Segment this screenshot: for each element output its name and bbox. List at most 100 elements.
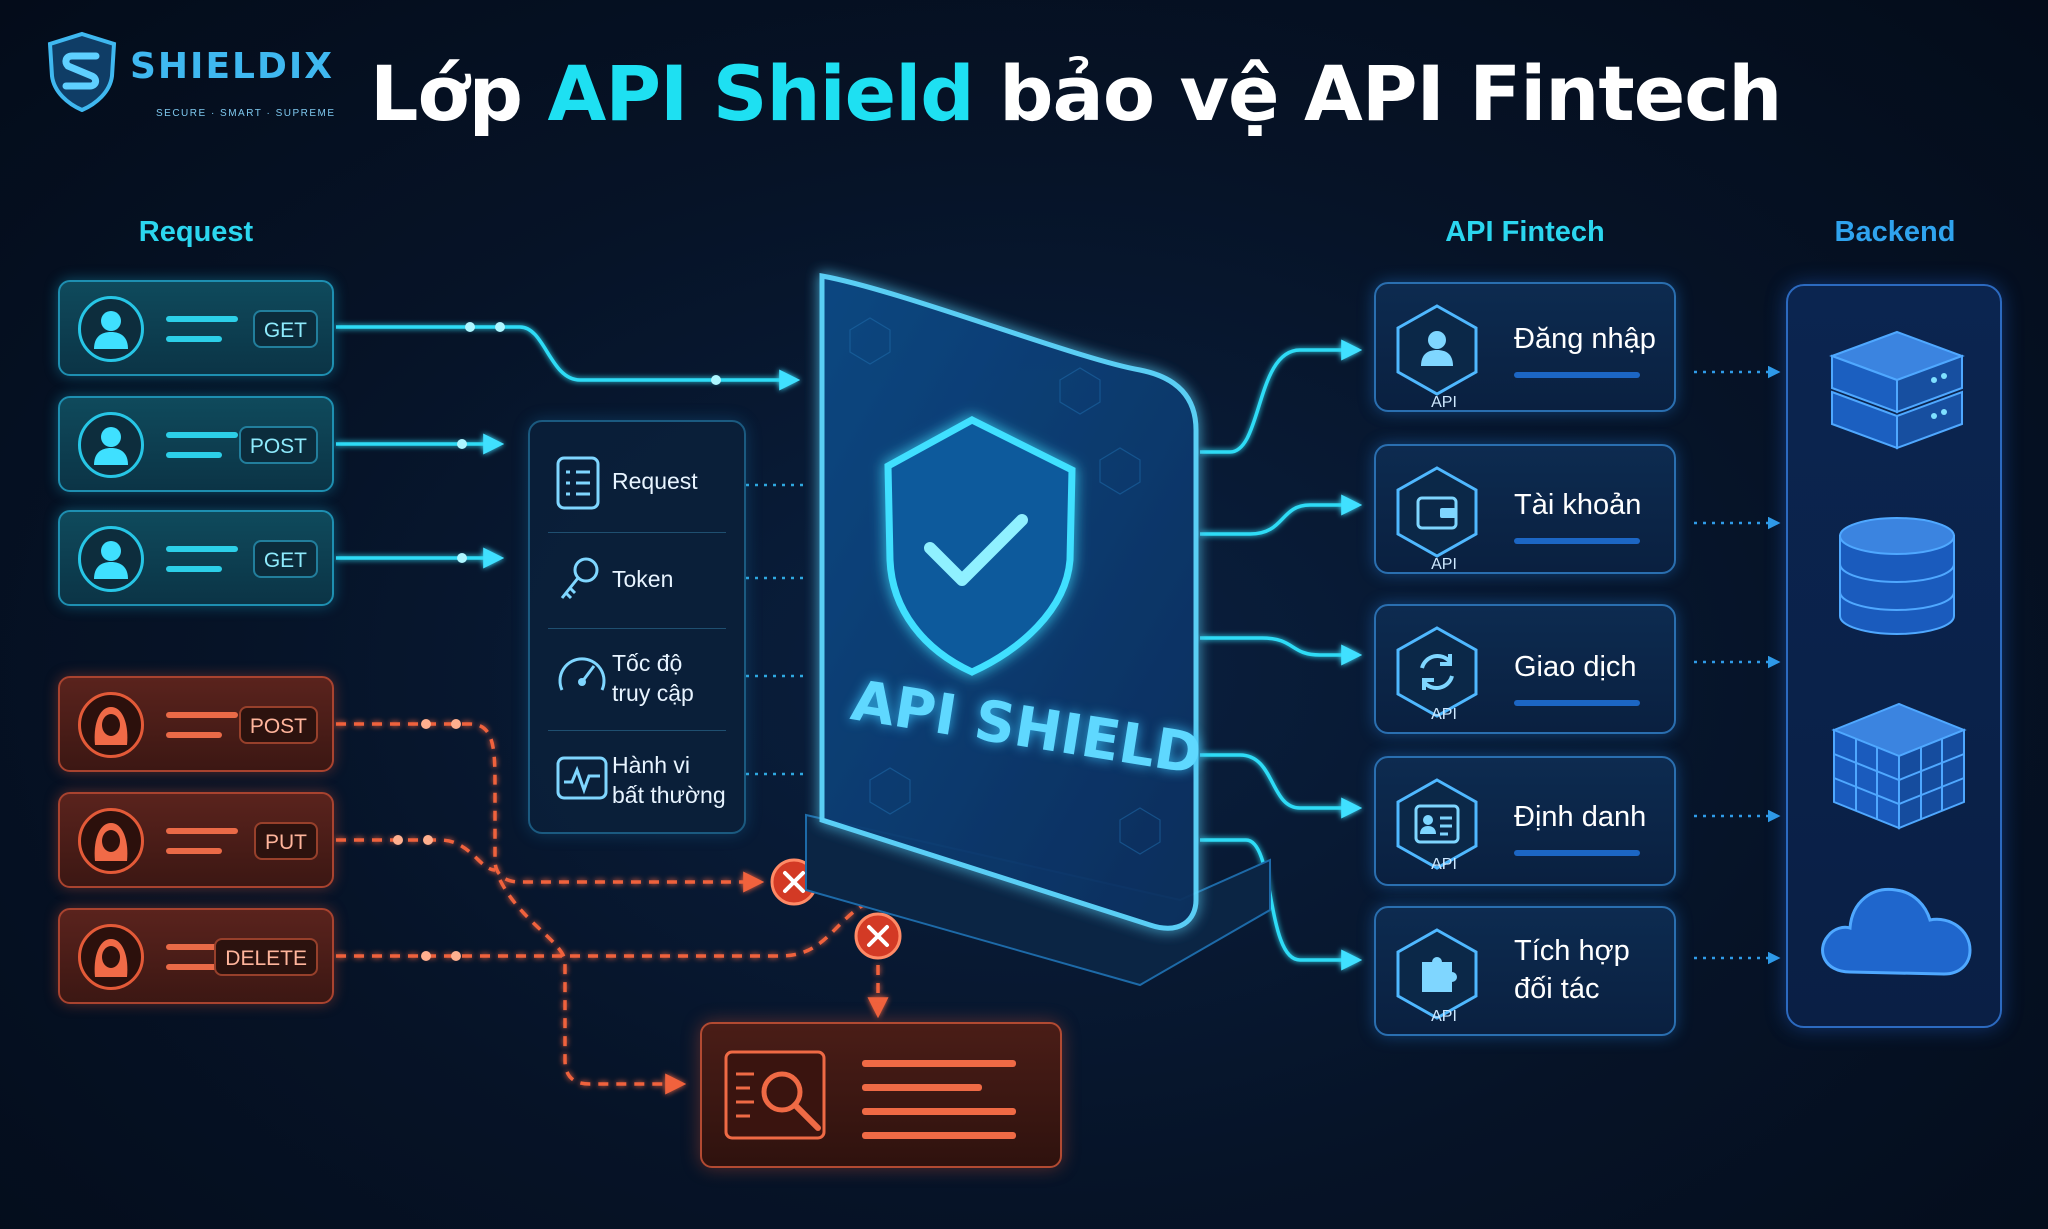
method-badge: GET <box>252 540 318 578</box>
check-item-token: Token <box>544 550 730 610</box>
speedometer-icon <box>558 657 606 691</box>
check-divider <box>548 532 726 533</box>
inspector-line <box>862 1108 1016 1115</box>
request-line <box>166 452 222 458</box>
api-name: Định danh <box>1514 801 1647 833</box>
blocked-x-icon <box>770 858 818 906</box>
api-name-line1: Tích hợp <box>1514 935 1630 967</box>
title-part-2: bảo vệ API Fintech <box>973 49 1782 138</box>
check-item-behavior: Hành vi bất thường <box>544 748 730 820</box>
wallet-icon <box>1396 466 1478 558</box>
api-card-login: API Đăng nhập <box>1374 282 1676 412</box>
malicious-request-card: POST <box>58 676 334 772</box>
malicious-request-card: PUT <box>58 792 334 888</box>
title-highlight: API Shield <box>547 49 975 138</box>
malicious-dots <box>393 719 461 961</box>
request-line <box>166 336 222 342</box>
check-item-rate: Tốc độ truy cập <box>544 646 730 718</box>
api-bar <box>1514 850 1640 856</box>
method-badge: DELETE <box>214 938 318 976</box>
inspector-line <box>862 1084 982 1091</box>
legit-request-card: GET <box>58 510 334 606</box>
key-icon <box>560 557 599 600</box>
blocked-x-icon <box>854 912 902 960</box>
api-bar <box>1514 372 1640 378</box>
api-bar <box>1514 538 1640 544</box>
user-avatar-icon <box>78 412 144 478</box>
threat-inspector-box <box>700 1022 1062 1168</box>
method-badge: POST <box>238 706 318 744</box>
user-icon <box>1396 304 1478 396</box>
check-label-line1: Hành vi <box>612 752 690 778</box>
api-card-account: API Tài khoản <box>1374 444 1676 574</box>
request-column-heading: Request <box>138 216 254 248</box>
sync-icon <box>1396 626 1478 718</box>
server-icon <box>1829 330 1965 450</box>
brand-name: SHIELDIX <box>130 46 335 87</box>
api-tag: API <box>1431 856 1457 873</box>
cloud-icon <box>1821 887 1972 976</box>
api-tag: API <box>1431 556 1457 573</box>
request-line <box>166 712 238 718</box>
check-to-shield-lines <box>746 483 808 776</box>
storage-cube-icon <box>1831 702 1967 830</box>
api-card-partner: API Tích hợp đối tác <box>1374 906 1676 1036</box>
puzzle-icon <box>1396 928 1478 1020</box>
page-title: Lớp API Shield bảo vệ API Fintech <box>370 44 1782 154</box>
check-label-line2: bất thường <box>612 782 726 808</box>
method-badge: GET <box>252 310 318 348</box>
api-fintech-column-heading: API Fintech <box>1445 216 1605 248</box>
check-label-line2: truy cập <box>612 680 694 706</box>
check-label: Request <box>612 468 698 494</box>
malicious-request-card: DELETE <box>58 908 334 1004</box>
api-name: Giao dịch <box>1514 651 1637 683</box>
check-label: Token <box>612 566 674 592</box>
request-line <box>166 732 222 738</box>
backend-panel <box>1786 284 2002 1028</box>
method-badge: POST <box>238 426 318 464</box>
user-avatar-icon <box>78 526 144 592</box>
request-line <box>166 848 222 854</box>
shield-logo-icon <box>47 31 117 112</box>
activity-icon <box>556 756 608 800</box>
api-to-backend-lines <box>1694 365 1781 965</box>
request-line <box>166 432 238 438</box>
api-bar <box>1514 700 1640 706</box>
database-icon <box>1839 517 1955 635</box>
api-name: Tài khoản <box>1514 489 1642 521</box>
api-name-line2: đối tác <box>1514 973 1600 1005</box>
request-line <box>166 944 238 950</box>
request-line <box>166 964 222 970</box>
api-tag: API <box>1431 1008 1457 1025</box>
shield-to-api-lines <box>1200 339 1363 971</box>
magnifier-log-icon <box>724 1050 826 1140</box>
inspector-line <box>862 1132 1016 1139</box>
check-label-line1: Tốc độ <box>612 650 683 676</box>
list-icon <box>556 456 600 510</box>
request-line <box>166 546 238 552</box>
id-card-icon <box>1396 778 1478 870</box>
api-tag: API <box>1431 394 1457 411</box>
hacker-avatar-icon <box>78 924 144 990</box>
inspector-line <box>862 1060 1016 1067</box>
request-line <box>166 828 238 834</box>
check-divider <box>548 628 726 629</box>
api-card-transaction: API Giao dịch <box>1374 604 1676 734</box>
brand-logo: SHIELDIX SECURE · SMART · SUPREME <box>44 30 344 119</box>
security-checks-panel: Request Token Tốc độ truy cập Hành vi bấ… <box>528 420 746 834</box>
request-line <box>166 316 238 322</box>
api-name: Đăng nhập <box>1514 323 1656 355</box>
legit-request-lines <box>336 325 801 569</box>
legit-dots <box>457 322 721 563</box>
title-part-1: Lớp <box>370 49 548 138</box>
api-card-identity: API Định danh <box>1374 756 1676 886</box>
legit-request-card: POST <box>58 396 334 492</box>
api-tag: API <box>1431 706 1457 723</box>
hacker-avatar-icon <box>78 808 144 874</box>
hacker-avatar-icon <box>78 692 144 758</box>
method-badge: PUT <box>254 822 318 860</box>
user-avatar-icon <box>78 296 144 362</box>
backend-column-heading: Backend <box>1834 216 1956 248</box>
check-item-request: Request <box>544 452 730 512</box>
brand-tagline: SECURE · SMART · SUPREME <box>156 108 336 119</box>
